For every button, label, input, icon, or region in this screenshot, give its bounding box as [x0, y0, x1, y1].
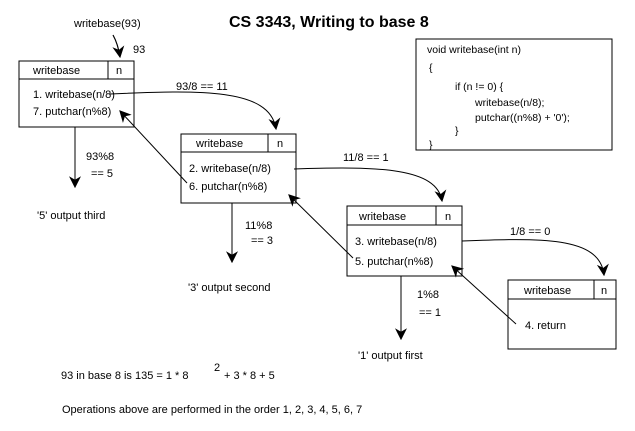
frame-param: n: [601, 285, 607, 297]
summary-exponent: 2: [214, 362, 220, 374]
frame-param: n: [116, 65, 122, 77]
page-title: CS 3343, Writing to base 8: [229, 14, 429, 31]
code-line-5: putchar((n%8) + '0');: [475, 112, 570, 124]
mod-result-1: == 5: [91, 168, 113, 180]
frame-line-2: 7. putchar(n%8): [33, 106, 111, 118]
code-line-7: }: [429, 139, 433, 151]
frame-param: n: [277, 138, 283, 150]
mod-expr-1: 93%8: [86, 151, 114, 163]
summary-order: Operations above are performed in the or…: [62, 404, 362, 416]
frame-name: writebase: [32, 65, 80, 77]
frame-name: writebase: [523, 285, 571, 297]
call-label-3: 1/8 == 0: [510, 226, 550, 238]
code-line-1: void writebase(int n): [427, 44, 521, 56]
frame-param: n: [445, 211, 451, 223]
output-text-1: '5' output third: [37, 210, 105, 222]
initial-call-arrow: [112, 34, 125, 59]
code-box: void writebase(int n) { if (n != 0) { wr…: [415, 38, 613, 151]
mod-expr-3: 1%8: [417, 289, 439, 301]
output-text-2: '3' output second: [188, 282, 270, 294]
frame-line-2: 6. putchar(n%8): [189, 181, 267, 193]
call-arrow-3: [461, 239, 609, 277]
mod-result-2: == 3: [251, 235, 273, 247]
frame-name: writebase: [358, 211, 406, 223]
return-arrow-2: [288, 194, 354, 259]
return-arrow-3: [451, 265, 517, 325]
output-text-3: '1' output first: [358, 350, 423, 362]
frame-line-1: 1. writebase(n/8): [33, 89, 115, 101]
return-arrow-1: [119, 110, 188, 184]
initial-call-label: writebase(93): [73, 18, 141, 30]
initial-arg-label: 93: [133, 44, 145, 56]
summary-base-text: 93 in base 8 is 135 = 1 * 8: [61, 370, 189, 382]
frame-line-1: 3. writebase(n/8): [355, 236, 437, 248]
call-label-1: 93/8 == 11: [176, 81, 228, 93]
frame-name: writebase: [195, 138, 243, 150]
code-line-2: {: [429, 62, 433, 74]
call-arrow-1: [109, 91, 281, 131]
stack-frame-4: writebase n 4. return: [507, 279, 617, 350]
frame-line-2: 5. putchar(n%8): [355, 256, 433, 268]
mod-result-3: == 1: [419, 307, 441, 319]
stack-frame-2: writebase n 2. writebase(n/8) 6. putchar…: [180, 133, 297, 204]
summary-rest: + 3 * 8 + 5: [224, 370, 275, 382]
stack-frame-1: writebase n 1. writebase(n/8) 7. putchar…: [18, 60, 135, 128]
code-line-4: writebase(n/8);: [474, 97, 544, 109]
stack-frame-3: writebase n 3. writebase(n/8) 5. putchar…: [346, 205, 463, 277]
frame-line-1: 4. return: [525, 320, 566, 332]
code-line-6: }: [455, 125, 459, 137]
call-label-2: 11/8 == 1: [343, 152, 389, 164]
frame-line-1: 2. writebase(n/8): [189, 163, 271, 175]
code-line-3: if (n != 0) {: [455, 81, 504, 93]
mod-expr-2: 11%8: [245, 220, 272, 232]
base-summary: 93 in base 8 is 135 = 1 * 8 2 + 3 * 8 + …: [61, 362, 275, 382]
call-arrow-2: [293, 167, 447, 203]
